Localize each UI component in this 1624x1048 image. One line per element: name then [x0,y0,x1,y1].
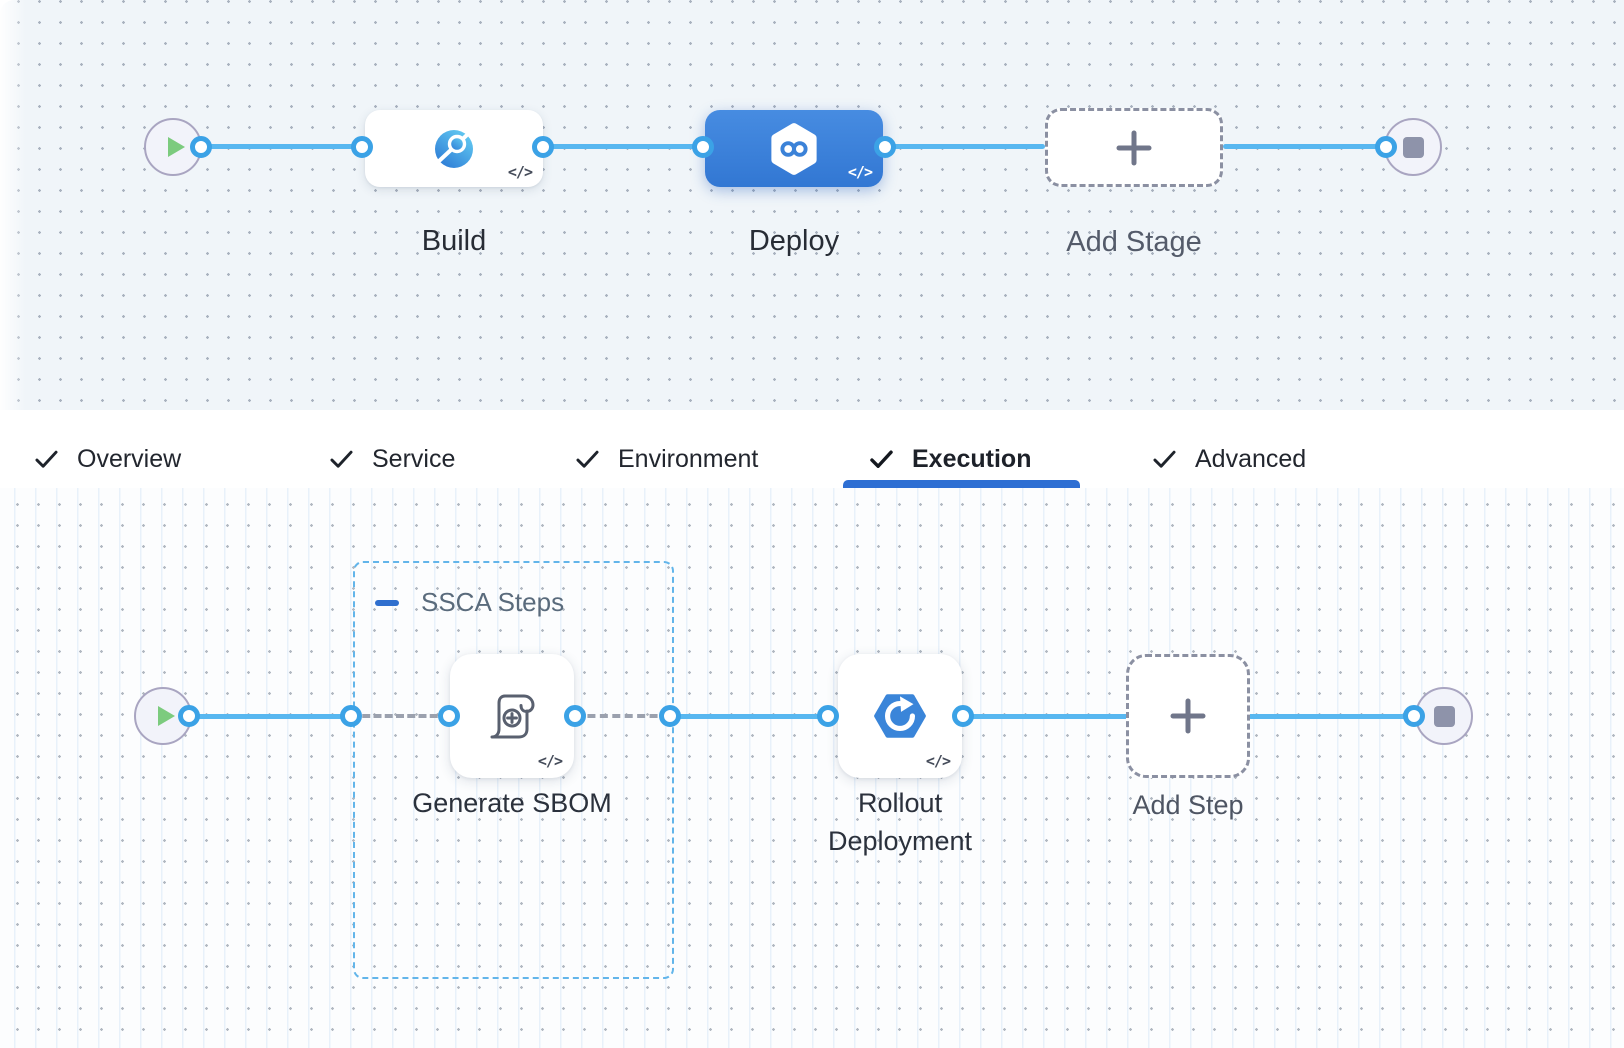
connector-wire [189,714,351,719]
stage-config-tab-bar: Overview Service Environment Execution A… [0,410,1624,488]
stage-canvas[interactable]: </> Build </> Deploy Add Stage [0,0,1624,410]
execution-canvas[interactable]: SSCA Steps </> [0,488,1624,1048]
connector-port[interactable] [438,705,460,727]
add-stage-label: Add Stage [1066,226,1202,258]
play-icon [157,706,175,726]
add-step-label: Add Step [1132,790,1244,820]
collapse-minus-icon[interactable] [375,599,399,606]
stop-icon [1402,136,1424,158]
check-icon [35,450,58,468]
connector-wire [1223,144,1386,149]
tab-label: Execution [912,444,1032,473]
code-icon[interactable]: </> [925,752,951,770]
connector-port[interactable] [817,705,839,727]
connector-port[interactable] [564,705,586,727]
connector-port[interactable] [190,136,212,158]
tab-execution[interactable]: Execution [868,440,1031,478]
connector-port[interactable] [340,705,362,727]
connector-port[interactable] [1403,705,1425,727]
rollout-icon [874,694,926,738]
dashed-connector-wire [351,714,449,718]
ci-build-icon [435,129,473,168]
connector-wire [885,144,1045,149]
connector-port[interactable] [178,705,200,727]
add-step-button[interactable] [1126,654,1250,778]
connector-port[interactable] [659,705,681,727]
connector-port[interactable] [1375,136,1397,158]
connector-port[interactable] [532,136,554,158]
plus-icon [1170,698,1206,734]
tab-advanced[interactable]: Advanced [1151,440,1306,478]
tab-label: Environment [618,444,759,473]
plus-icon [1116,130,1152,165]
connector-port[interactable] [692,136,714,158]
generate-sbom-label: Generate SBOM [412,788,612,818]
add-stage-button[interactable] [1045,108,1223,187]
code-icon[interactable]: </> [537,752,563,770]
rollout-deployment-label: Rollout Deployment [827,788,973,856]
active-tab-underline [843,480,1080,488]
connector-wire [963,714,1128,719]
check-icon [576,450,599,468]
ssca-steps-label: SSCA Steps [421,587,565,617]
build-stage-label: Build [421,225,487,257]
tab-environment[interactable]: Environment [574,440,758,478]
sbom-scroll-icon [490,694,535,739]
dashed-connector-wire [575,714,670,718]
rollout-deployment-step[interactable]: </> [838,654,962,778]
build-stage-node[interactable]: </> [365,110,543,187]
code-icon[interactable]: </> [507,163,533,181]
connector-wire [1248,714,1414,719]
connector-port[interactable] [874,136,896,158]
connector-wire [543,144,703,149]
check-icon [870,450,893,468]
connector-wire [201,144,362,149]
code-icon[interactable]: </> [847,163,873,181]
ssca-steps-group[interactable]: SSCA Steps [353,561,674,979]
stop-icon [1433,705,1455,727]
cd-deploy-icon [771,122,817,175]
check-icon [1153,450,1176,468]
connector-port[interactable] [351,136,373,158]
generate-sbom-step[interactable]: </> [450,654,574,778]
play-icon [167,137,185,157]
tab-label: Overview [77,444,182,473]
tab-label: Service [372,444,456,473]
connector-wire [670,714,836,719]
tab-service[interactable]: Service [328,440,455,478]
connector-port[interactable] [952,705,974,727]
tab-label: Advanced [1195,444,1307,473]
tab-overview[interactable]: Overview [33,440,181,478]
deploy-stage-label: Deploy [748,225,840,257]
check-icon [330,450,353,468]
deploy-stage-node[interactable]: </> [705,110,883,187]
